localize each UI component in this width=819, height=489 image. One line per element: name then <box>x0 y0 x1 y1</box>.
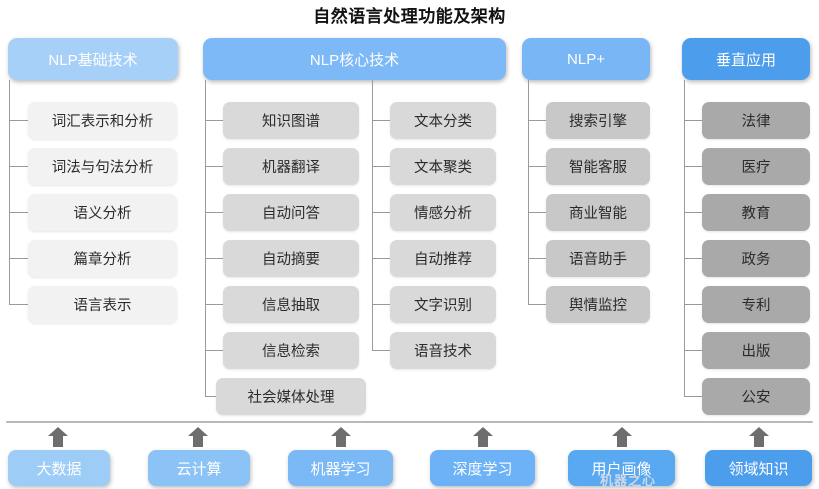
column-header-nlp-basic[interactable]: NLP基础技术 <box>8 38 178 80</box>
node-col2b[interactable]: 文本分类 <box>390 102 496 139</box>
connector-stub <box>205 350 223 351</box>
connector-stub <box>528 212 546 213</box>
connector-stub <box>9 212 28 213</box>
node-col3[interactable]: 智能客服 <box>546 148 650 185</box>
foundation-item-dl[interactable]: 深度学习 <box>430 450 535 486</box>
foundation-item-domain-knowledge[interactable]: 领域知识 <box>705 450 812 486</box>
foundation-item-cloud[interactable]: 云计算 <box>148 450 250 486</box>
connector-trunk-col1 <box>9 80 10 304</box>
foundation-item-ml[interactable]: 机器学习 <box>288 450 393 486</box>
node-col4[interactable]: 法律 <box>702 102 810 139</box>
connector-stub <box>528 120 546 121</box>
node-col2a[interactable]: 信息检索 <box>223 332 359 369</box>
connector-stub <box>205 396 223 397</box>
node-col1[interactable]: 语言表示 <box>28 286 177 323</box>
node-col4[interactable]: 医疗 <box>702 148 810 185</box>
connector-stub <box>9 120 28 121</box>
node-col2a[interactable]: 自动问答 <box>223 194 359 231</box>
connector-stub <box>684 120 702 121</box>
node-col2b[interactable]: 文本聚类 <box>390 148 496 185</box>
connector-stub <box>205 258 223 259</box>
node-col1[interactable]: 篇章分析 <box>28 240 177 277</box>
foundation-item-bigdata[interactable]: 大数据 <box>8 450 110 486</box>
node-col2a[interactable]: 社会媒体处理 <box>216 378 366 415</box>
node-col1[interactable]: 词汇表示和分析 <box>28 102 177 139</box>
node-col4[interactable]: 公安 <box>702 378 810 415</box>
foundation-item-user-profile[interactable]: 用户画像 <box>568 450 675 486</box>
node-col2b[interactable]: 自动推荐 <box>390 240 496 277</box>
connector-stub <box>372 212 390 213</box>
connector-stub <box>684 396 702 397</box>
connector-stub <box>205 304 223 305</box>
connector-stub <box>684 304 702 305</box>
node-col2a[interactable]: 信息抽取 <box>223 286 359 323</box>
connector-stub <box>372 258 390 259</box>
connector-stub <box>9 304 28 305</box>
connector-stub <box>9 166 28 167</box>
connector-stub <box>372 166 390 167</box>
connector-stub <box>205 120 223 121</box>
column-header-nlp-plus[interactable]: NLP+ <box>522 38 650 80</box>
node-col3[interactable]: 商业智能 <box>546 194 650 231</box>
arrow-up-icon <box>748 426 770 448</box>
connector-stub <box>528 166 546 167</box>
column-header-nlp-core[interactable]: NLP核心技术 <box>203 38 506 80</box>
connector-stub <box>372 350 390 351</box>
arrow-up-icon <box>187 426 209 448</box>
node-col2b[interactable]: 情感分析 <box>390 194 496 231</box>
arrow-up-icon <box>330 426 352 448</box>
node-col2a[interactable]: 机器翻译 <box>223 148 359 185</box>
foundation-divider <box>6 421 813 423</box>
connector-stub <box>684 258 702 259</box>
connector-stub <box>205 212 223 213</box>
node-col2a[interactable]: 自动摘要 <box>223 240 359 277</box>
connector-trunk-col4 <box>684 80 685 396</box>
connector-trunk-col2a <box>205 80 206 396</box>
node-col3[interactable]: 语音助手 <box>546 240 650 277</box>
connector-stub <box>684 350 702 351</box>
arrow-up-icon <box>611 426 633 448</box>
node-col1[interactable]: 词法与句法分析 <box>28 148 177 185</box>
node-col2b[interactable]: 文字识别 <box>390 286 496 323</box>
connector-trunk-col2b <box>372 80 373 350</box>
node-col2a[interactable]: 知识图谱 <box>223 102 359 139</box>
connector-stub <box>372 304 390 305</box>
connector-stub <box>528 258 546 259</box>
connector-stub <box>205 166 223 167</box>
node-col4[interactable]: 专利 <box>702 286 810 323</box>
node-col4[interactable]: 出版 <box>702 332 810 369</box>
node-col2b[interactable]: 语音技术 <box>390 332 496 369</box>
connector-trunk-col3 <box>528 80 529 304</box>
node-col3[interactable]: 舆情监控 <box>546 286 650 323</box>
arrow-up-icon <box>47 426 69 448</box>
arrow-up-icon <box>472 426 494 448</box>
node-col4[interactable]: 教育 <box>702 194 810 231</box>
connector-stub <box>684 212 702 213</box>
column-header-vertical-apps[interactable]: 垂直应用 <box>682 38 810 80</box>
node-col4[interactable]: 政务 <box>702 240 810 277</box>
connector-stub <box>684 166 702 167</box>
connector-stub <box>372 120 390 121</box>
connector-stub <box>528 304 546 305</box>
page-title: 自然语言处理功能及架构 <box>313 7 506 26</box>
node-col3[interactable]: 搜索引擎 <box>546 102 650 139</box>
connector-stub <box>9 258 28 259</box>
watermark: 机器之心 <box>600 473 657 488</box>
node-col1[interactable]: 语义分析 <box>28 194 177 231</box>
